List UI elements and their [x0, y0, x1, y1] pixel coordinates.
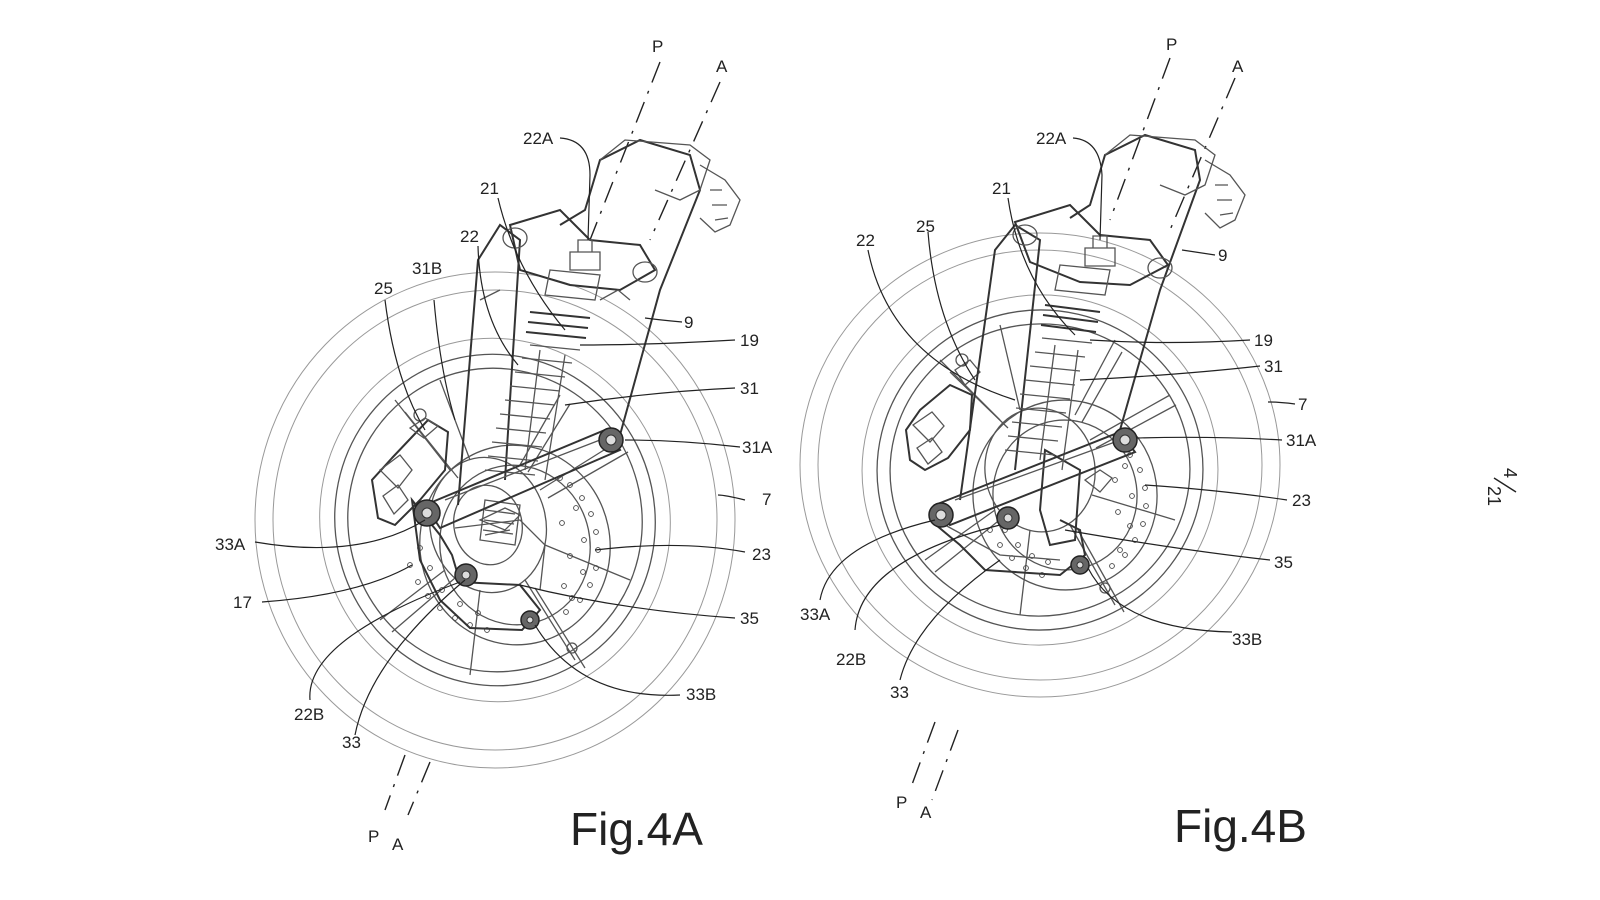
page-number-current: 4 — [1500, 468, 1520, 478]
ref-7: 7 — [762, 490, 771, 509]
ref-31A: 31A — [1286, 431, 1317, 450]
ref-33: 33 — [890, 683, 909, 702]
ref-25: 25 — [374, 279, 393, 298]
axis-label-p-top: P — [1166, 35, 1177, 54]
brake-disc-4a — [407, 444, 611, 646]
ref-25: 25 — [916, 217, 935, 236]
ref-9: 9 — [1218, 246, 1227, 265]
ref-23: 23 — [1292, 491, 1311, 510]
ref-22: 22 — [856, 231, 875, 250]
labels-4b: P A P A 22A 21 22 25 9 19 31 7 31A 23 35… — [800, 35, 1317, 822]
axis-label-a-bottom: A — [920, 803, 932, 822]
figure-caption-4b: Fig.4B — [1174, 800, 1307, 852]
axis-label-p-bottom: P — [368, 827, 379, 846]
ref-35: 35 — [1274, 553, 1293, 572]
ref-33: 33 — [342, 733, 361, 752]
shock-absorber-4b — [1004, 264, 1111, 471]
figure-4a: P A P A 22A 21 22 31B 25 9 19 31 31A 7 3… — [215, 37, 773, 855]
ref-7: 7 — [1298, 395, 1307, 414]
ref-33A: 33A — [215, 535, 246, 554]
figure-4b: P A P A 22A 21 22 25 9 19 31 7 31A 23 35… — [799, 35, 1317, 852]
ref-31: 31 — [1264, 357, 1283, 376]
axis-label-a-top: A — [716, 57, 728, 76]
ref-31B: 31B — [412, 259, 442, 278]
axis-label-a-top: A — [1232, 57, 1244, 76]
ref-22A: 22A — [523, 129, 554, 148]
ref-22A: 22A — [1036, 129, 1067, 148]
front-wheel-4b — [799, 232, 1281, 698]
ref-33B: 33B — [1232, 630, 1262, 649]
ref-17: 17 — [233, 593, 252, 612]
shock-absorber-4a — [479, 269, 601, 546]
rocker-arm-4b — [933, 430, 1137, 527]
ref-19: 19 — [1254, 331, 1273, 350]
axis-label-p-bottom: P — [896, 793, 907, 812]
fork-structure-4b — [959, 133, 1246, 501]
axis-label-p-top: P — [652, 37, 663, 56]
ref-21: 21 — [480, 179, 499, 198]
axis-label-a-bottom: A — [392, 835, 404, 854]
leader-lines-4b — [819, 137, 1296, 681]
wheel-support-4b — [929, 448, 1113, 577]
ref-22: 22 — [460, 227, 479, 246]
ref-35: 35 — [740, 609, 759, 628]
page-number-total: 21 — [1484, 486, 1504, 506]
ref-21: 21 — [992, 179, 1011, 198]
page-number: 4 21 — [1484, 468, 1520, 506]
ref-22B: 22B — [294, 705, 324, 724]
axis-lines-4a — [384, 61, 721, 816]
fork-structure-4a — [457, 138, 741, 506]
axis-lines-4b — [909, 57, 1236, 801]
ref-22B: 22B — [836, 650, 866, 669]
front-wheel-4a — [254, 271, 736, 769]
ref-31A: 31A — [742, 438, 773, 457]
pivots-4a — [413, 427, 624, 630]
leader-lines-4a — [254, 137, 746, 736]
ref-33A: 33A — [800, 605, 831, 624]
ref-23: 23 — [752, 545, 771, 564]
pivots-4b — [928, 427, 1138, 575]
ref-31: 31 — [740, 379, 759, 398]
ref-9: 9 — [684, 313, 693, 332]
figure-caption-4a: Fig.4A — [570, 803, 703, 855]
ref-33B: 33B — [686, 685, 716, 704]
ref-19: 19 — [740, 331, 759, 350]
labels-4a: P A P A 22A 21 22 31B 25 9 19 31 31A 7 3… — [215, 37, 773, 854]
